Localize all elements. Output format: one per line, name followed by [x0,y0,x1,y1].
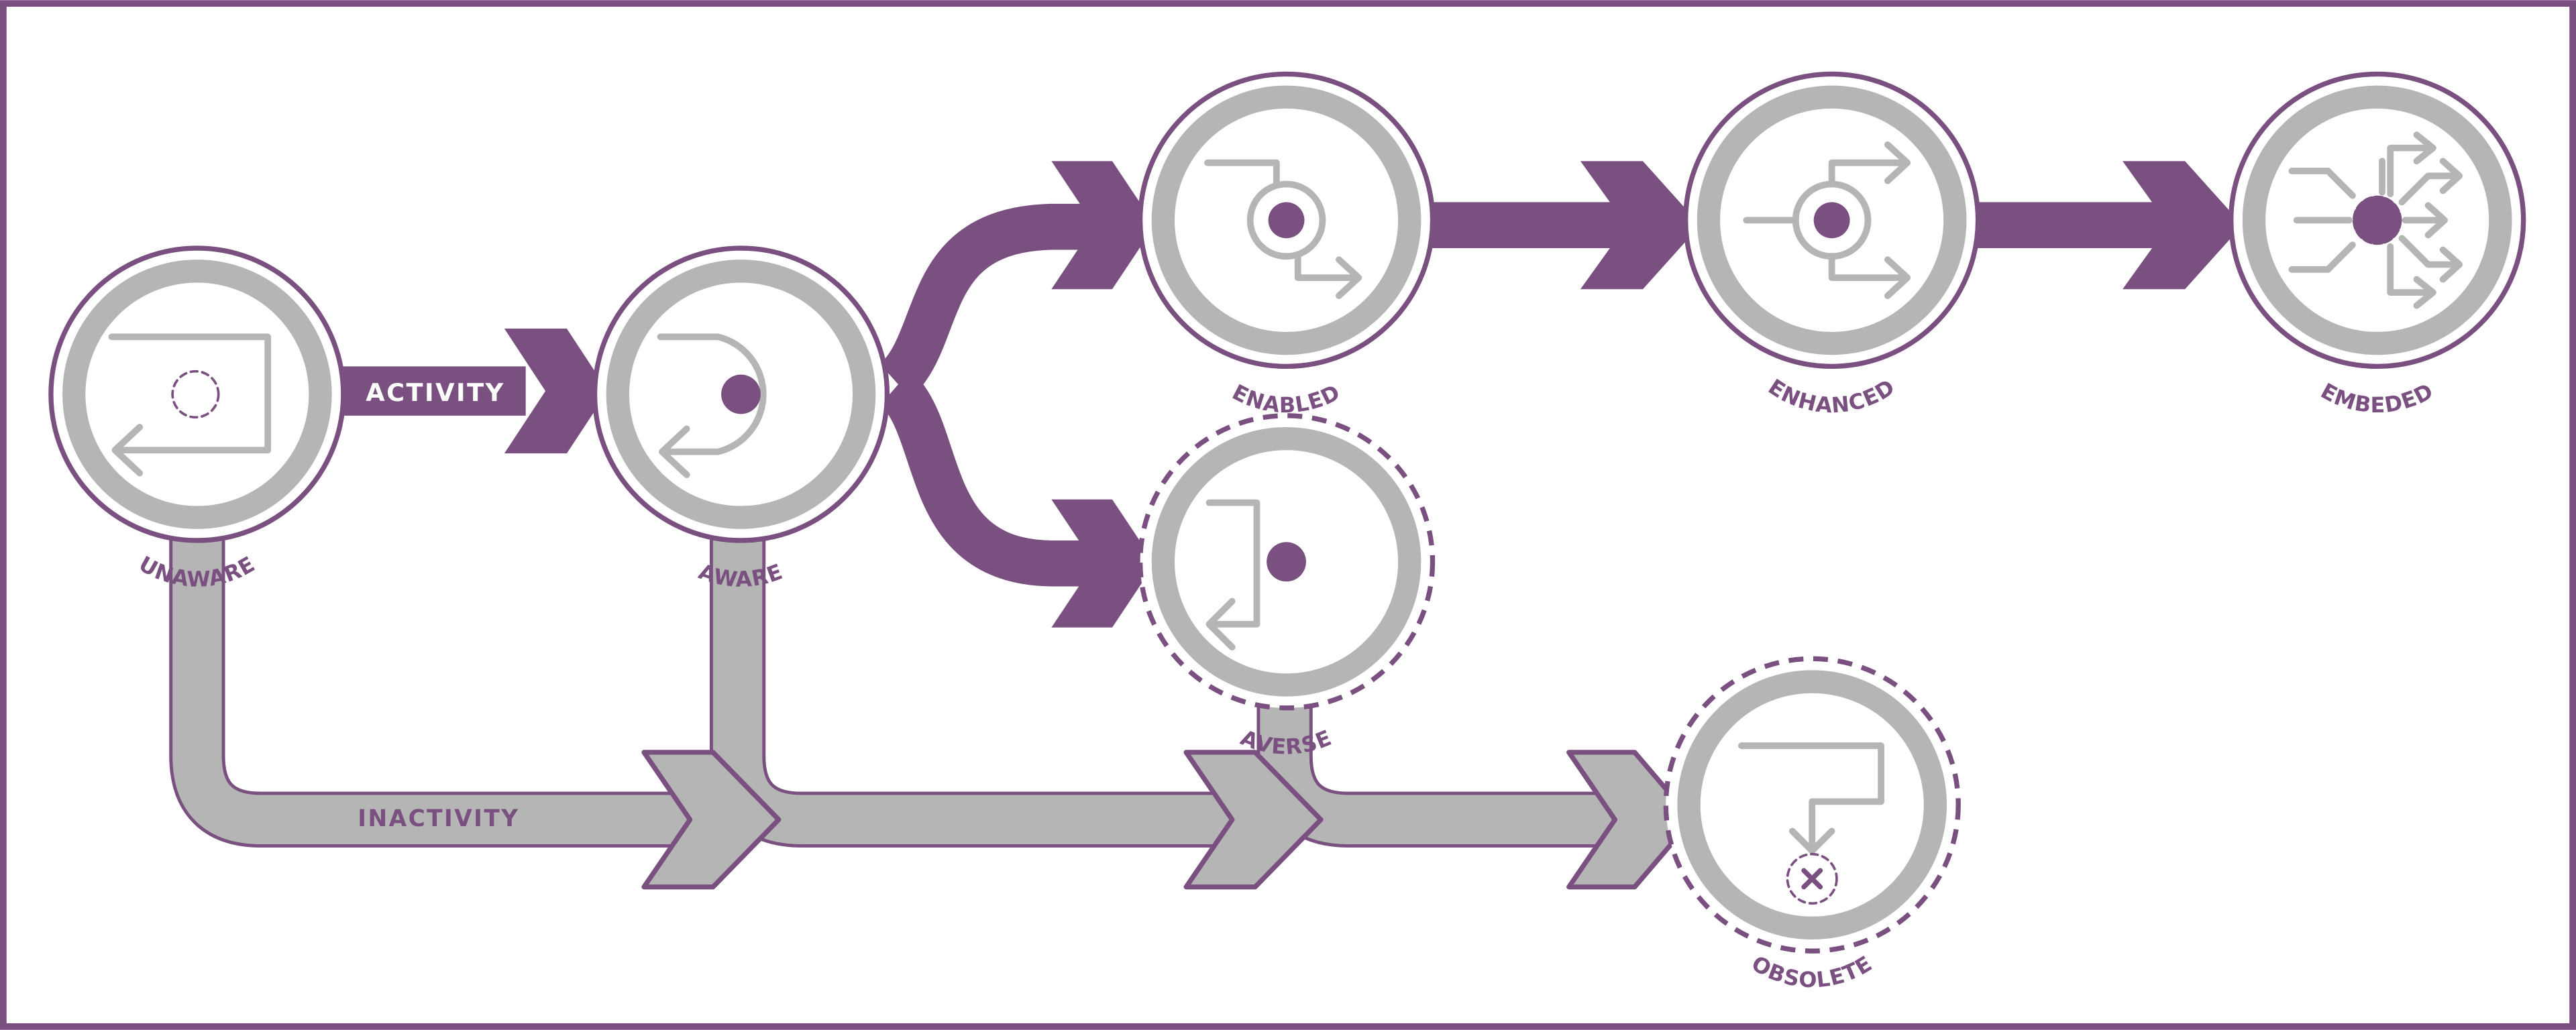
unaware-loop-icon [108,333,272,477]
stage-averse[interactable]: AVERSE [1137,413,1436,760]
aware-return-icon [657,333,767,478]
stage-aware[interactable]: AWARE [592,245,890,592]
inactivity-flows: INACTIVITY [169,534,1695,890]
inactivity-arrowhead [1183,750,1324,890]
averse-return-icon [1205,499,1306,651]
activity-flows: ACTIVITY [337,161,2243,628]
activity-flow-enhanced-embedded [1971,202,2182,249]
activity-arrowhead [1580,161,1701,290]
activity-arrowhead [2123,161,2243,290]
activity-flow-aware-enabled [879,203,1097,398]
activity-flow-aware-averse [879,370,1097,587]
activity-label: ACTIVITY [366,378,504,407]
enhanced-branch-icon [1743,141,1911,299]
inactivity-arrowhead [1566,750,1695,890]
activity-flow-unaware-aware [337,366,526,416]
stage-embedded[interactable]: EMBEDED [2229,71,2526,418]
obsolete-terminate-icon [1738,742,1884,905]
enabled-process-icon [1204,159,1362,299]
activity-flow-enabled-enhanced [1426,202,1637,249]
embedded-network-icon [2288,131,2463,309]
activity-arrowhead [504,329,608,454]
stage-unaware[interactable]: UNAWARE [48,245,346,592]
activity-arrowhead [1051,499,1155,628]
inactivity-label: INACTIVITY [358,805,519,832]
inactivity-arrowhead [641,750,782,890]
activity-arrowhead [1051,161,1155,290]
